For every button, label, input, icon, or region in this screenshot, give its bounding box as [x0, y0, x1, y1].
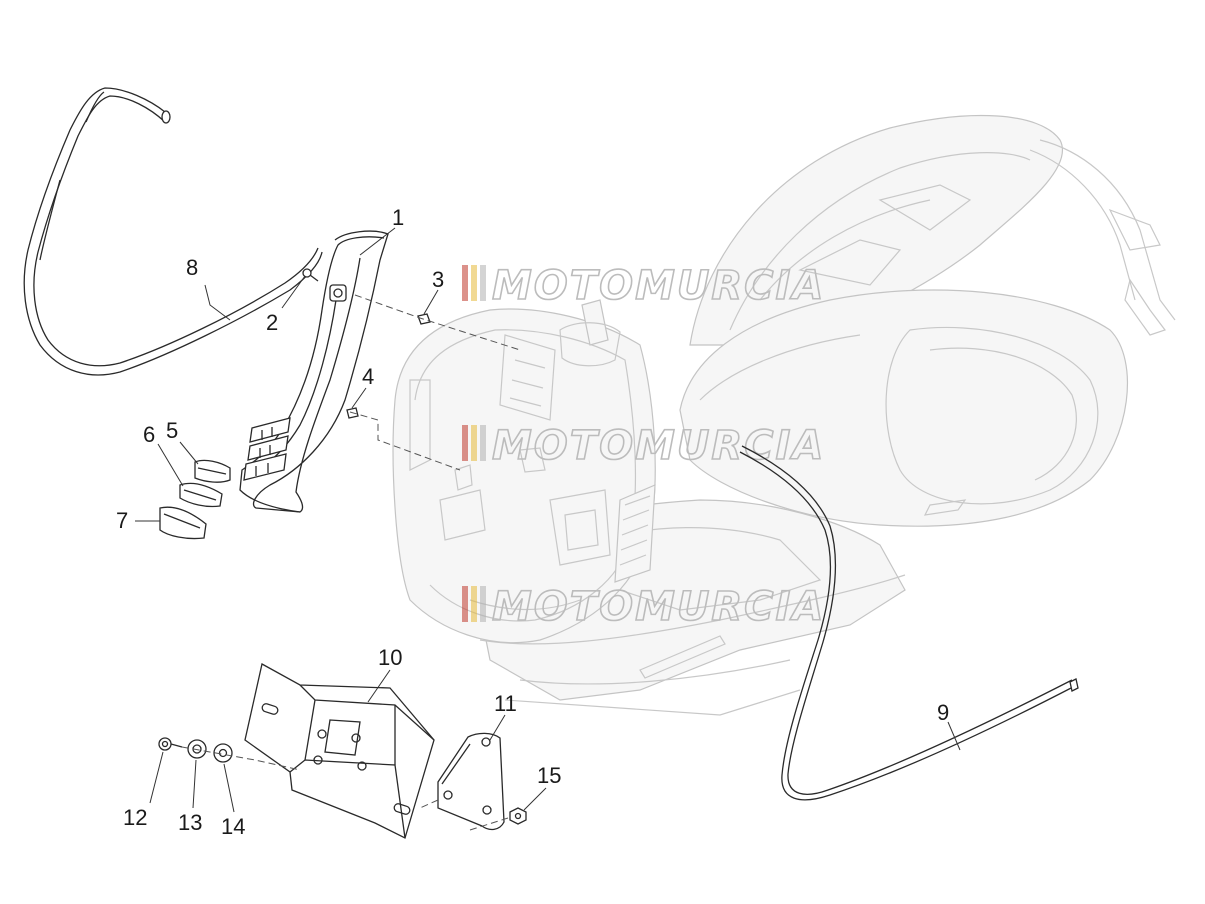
- callout-8: 8: [186, 255, 198, 280]
- watermark-text: MOTOMURCIA: [492, 423, 825, 469]
- callout-7: 7: [116, 508, 128, 533]
- watermark-text: MOTOMURCIA: [492, 584, 825, 630]
- leader-lines: [135, 227, 961, 813]
- assembly-line-3: [354, 294, 521, 351]
- part-2-screw: [302, 268, 319, 282]
- watermark-middle: MOTOMURCIA: [462, 422, 825, 470]
- part-3-clip: [417, 313, 431, 325]
- assembly-line-10: [181, 746, 301, 771]
- part-7-grille: [159, 506, 207, 540]
- callout-5: 5: [166, 418, 178, 443]
- callout-13: 13: [178, 810, 202, 835]
- part-12-bolt: [158, 737, 183, 751]
- part-13-washer: [187, 739, 207, 759]
- watermark-top: MOTOMURCIA: [462, 262, 825, 310]
- part-6-grille: [179, 482, 223, 508]
- scooter-body-ghost: [392, 114, 1176, 716]
- callout-4: 4: [362, 364, 374, 389]
- assembly-line-4: [349, 411, 461, 471]
- callout-10: 10: [378, 645, 402, 670]
- callout-9: 9: [937, 700, 949, 725]
- callout-6: 6: [143, 422, 155, 447]
- watermark-text: MOTOMURCIA: [492, 263, 825, 309]
- part-11-plate: [437, 732, 505, 831]
- watermark-bottom: MOTOMURCIA: [462, 583, 825, 631]
- part-1-horn-cover: [239, 230, 389, 513]
- callout-14: 14: [221, 814, 245, 839]
- part-15-nut: [509, 807, 527, 825]
- callout-1: 1: [392, 205, 404, 230]
- part-9-trim-strip: [739, 445, 1079, 801]
- assembly-line-11: [419, 799, 509, 831]
- part-5-grille: [194, 459, 231, 483]
- callout-3: 3: [432, 267, 444, 292]
- callout-2: 2: [266, 310, 278, 335]
- callout-15: 15: [537, 763, 561, 788]
- callout-12: 12: [123, 805, 147, 830]
- callout-11: 11: [494, 691, 517, 716]
- part-14-washer: [213, 743, 233, 763]
- part-10-bracket: [244, 663, 435, 839]
- part-8-trim-strip: [23, 87, 323, 376]
